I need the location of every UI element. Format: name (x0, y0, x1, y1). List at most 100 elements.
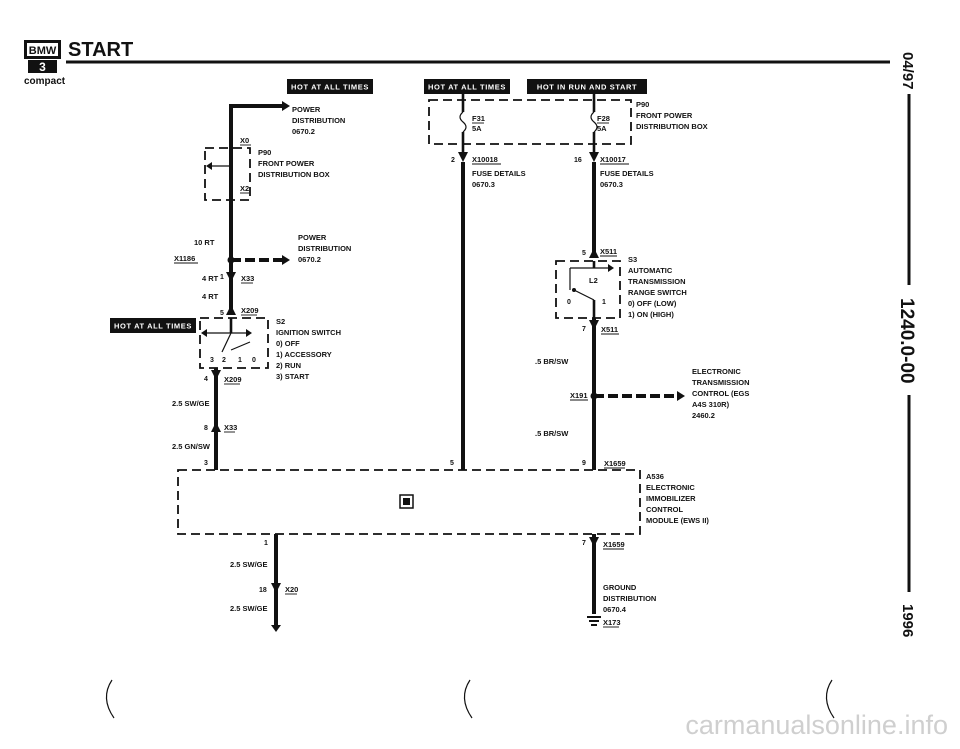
year-label: 1996 (899, 604, 916, 637)
svg-text:3) START: 3) START (276, 372, 310, 381)
svg-text:S3: S3 (628, 255, 637, 264)
page-title: START (68, 39, 133, 61)
connector-x209: X209 (241, 306, 259, 315)
connector-icon (211, 370, 221, 380)
tag-hot-at-all-times: HOT AT ALL TIMES (287, 79, 373, 94)
arrow-right-icon (282, 101, 290, 111)
binder-mark (825, 679, 835, 719)
svg-text:TRANSMISSION: TRANSMISSION (628, 277, 686, 286)
splice-x1186: X1186 (174, 254, 195, 263)
svg-text:POWER: POWER (298, 233, 327, 242)
pin-number: 1 (220, 274, 224, 281)
pin-number: 16 (574, 157, 582, 164)
svg-text:ELECTRONIC: ELECTRONIC (692, 367, 741, 376)
svg-text:IMMOBILIZER: IMMOBILIZER (646, 494, 696, 503)
pin-number: 5 (582, 250, 586, 257)
svg-text:FRONT POWER: FRONT POWER (636, 111, 693, 120)
switch-position: 1 (238, 357, 242, 364)
svg-text:0) OFF: 0) OFF (276, 339, 300, 348)
svg-text:0) OFF (LOW): 0) OFF (LOW) (628, 299, 677, 308)
pin-number: 5 (220, 310, 224, 317)
svg-text:AUTOMATIC: AUTOMATIC (628, 266, 673, 275)
arrow-right-icon (246, 329, 252, 337)
connector-x10018: X10018 (472, 155, 498, 164)
svg-text:HOT AT ALL TIMES: HOT AT ALL TIMES (114, 322, 192, 331)
chip-icon (399, 494, 414, 509)
svg-text:CONTROL: CONTROL (646, 505, 683, 514)
ground-x173: X173 (603, 618, 621, 627)
arrow-right-icon (608, 264, 614, 272)
wire-0-5-brsw: .5 BR/SW (535, 429, 569, 438)
header: BMW 3 compact START (24, 39, 890, 87)
logo-text: BMW (29, 45, 57, 57)
svg-text:A536: A536 (646, 472, 664, 481)
ground-distribution-ref: GROUND DISTRIBUTION 0670.4 (603, 583, 656, 614)
pin-number: 4 (204, 376, 208, 383)
svg-text:DISTRIBUTION: DISTRIBUTION (603, 594, 656, 603)
wire-2-5-gnsw: 2.5 GN/SW (172, 442, 211, 451)
svg-text:FRONT POWER: FRONT POWER (258, 159, 315, 168)
pin-number: 1 (264, 540, 268, 547)
fuse-rating: 5A (597, 124, 607, 133)
compact-label: compact (24, 76, 66, 87)
svg-text:HOT IN RUN AND START: HOT IN RUN AND START (537, 83, 637, 92)
arrow-left-icon (206, 162, 212, 170)
connector-icon (589, 537, 599, 547)
side-margin: 04/97 1240.0-00 1996 (896, 52, 917, 637)
connector-x511: X511 (601, 325, 618, 334)
power-feed-wire (229, 104, 282, 140)
watermark: carmanualsonline.info (685, 710, 948, 740)
svg-text:0670.2: 0670.2 (298, 255, 321, 264)
ignition-switch-outline (199, 317, 269, 369)
connector-x0: X0 (240, 136, 249, 145)
svg-text:1) ON (HIGH): 1) ON (HIGH) (628, 310, 674, 319)
pin-number: 9 (582, 460, 586, 467)
fuse-details-ref: 0670.3 (472, 180, 495, 189)
switch-position: 0 (252, 357, 256, 364)
svg-text:HOT AT ALL TIMES: HOT AT ALL TIMES (428, 83, 506, 92)
pin-number: 18 (259, 587, 267, 594)
p90-box-outline (204, 147, 251, 201)
connector-x33: X33 (224, 423, 237, 432)
binder-mark (105, 679, 115, 719)
switch-position: 3 (210, 357, 214, 364)
connector-icon (226, 272, 236, 282)
svg-text:0670.2: 0670.2 (292, 127, 315, 136)
pin-number: 7 (582, 540, 586, 547)
fuse-f31-icon (459, 111, 467, 133)
switch-blade (221, 332, 232, 353)
immobilizer-module: A536 ELECTRONIC IMMOBILIZER CONTROL MODU… (177, 469, 709, 535)
switch-position: 1 (602, 299, 606, 306)
wire-10rt: 10 RT (194, 238, 215, 247)
pin-number: 5 (450, 460, 454, 467)
svg-text:GROUND: GROUND (603, 583, 637, 592)
connector-icon (589, 248, 599, 258)
connector-x2: X2 (240, 184, 249, 193)
p90-fuse-box-outline (428, 99, 632, 145)
connector-x209: X209 (224, 375, 242, 384)
fuse-details-ref: 0670.3 (600, 180, 623, 189)
wire-2-5-swge: 2.5 SW/GE (230, 604, 268, 613)
splice-x191: X191 (570, 391, 588, 400)
binder-mark (463, 679, 473, 719)
connector-icon (271, 583, 281, 593)
svg-text:MODULE (EWS II): MODULE (EWS II) (646, 516, 709, 525)
series-badge: 3 (39, 60, 46, 74)
svg-text:DISTRIBUTION: DISTRIBUTION (298, 244, 351, 253)
egs-reference: ELECTRONIC TRANSMISSION CONTROL (EGS A4S… (692, 367, 750, 420)
svg-text:1) ACCESSORY: 1) ACCESSORY (276, 350, 332, 359)
arrow-left-icon (201, 329, 207, 337)
connector-x1659: X1659 (604, 459, 626, 468)
switch-blade (230, 341, 251, 351)
p90-label: P90 FRONT POWER DISTRIBUTION BOX (258, 148, 330, 179)
ground-icon (587, 616, 601, 626)
pin-number: 8 (204, 425, 208, 432)
s2-ignition-switch-label: S2 IGNITION SWITCH 0) OFF 1) ACCESSORY 2… (276, 317, 341, 381)
svg-text:DISTRIBUTION BOX: DISTRIBUTION BOX (636, 122, 708, 131)
svg-text:P90: P90 (258, 148, 271, 157)
fuse-f28-icon (590, 111, 598, 133)
connector-x511: X511 (600, 247, 617, 256)
svg-text:2460.2: 2460.2 (692, 411, 715, 420)
fuse-details-ref: FUSE DETAILS (472, 169, 526, 178)
svg-text:DISTRIBUTION BOX: DISTRIBUTION BOX (258, 170, 330, 179)
